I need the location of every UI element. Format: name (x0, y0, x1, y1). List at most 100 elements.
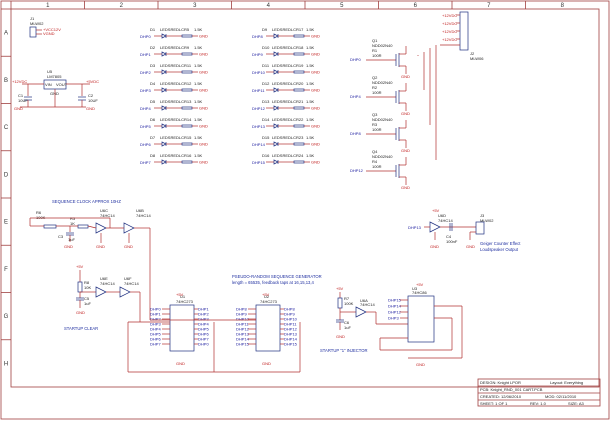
j1-pin1: +VCC12V (43, 27, 61, 32)
clear-r-value: 10K (84, 285, 91, 290)
u1-input-net: DHP2 (150, 317, 161, 322)
led-ref: D9 (262, 27, 268, 32)
clock-c-ref: C3 (58, 234, 64, 239)
clear-u1-ref: U6E (100, 276, 108, 281)
led-part: LEDSREDLC (160, 153, 184, 158)
u5-pin-out: VOUT (56, 82, 68, 87)
c1-value: 10UF (18, 98, 28, 103)
led-gnd: GND (311, 52, 320, 57)
prng-title: PSEUDO-RANDOM SEQUENCE GENERATOR (232, 274, 322, 279)
u2-input-net: DHP14 (236, 337, 250, 342)
led-gnd: GND (199, 106, 208, 111)
clock-gnd-c: GND (124, 244, 133, 249)
u3-input-net: DHP14 (388, 304, 402, 309)
u5-ref: U5 (47, 69, 53, 74)
led-net: DHP0 (140, 34, 151, 39)
speaker-net: DHP13 (408, 225, 422, 230)
led-ref: D13 (262, 99, 270, 104)
led-resistor-ref: R21 (296, 99, 304, 104)
u2-input-net: DHP15 (236, 342, 250, 347)
connector-j1: J1 MLW02 +VCC12V VGND (29, 16, 61, 38)
u1-output-net: DHP6 (198, 332, 209, 337)
led-net: DHP8 (252, 34, 263, 39)
sheet-border (0, 0, 610, 420)
led-resistor-ref: R20 (296, 81, 304, 86)
startup-clear: +5V R8 10K C5 1uF U6E 74HC14 U6F 74HC14 … (64, 264, 141, 331)
u2-input-net: DHP12 (236, 327, 250, 332)
mosfet-net: DHP0 (350, 57, 361, 62)
led-resistor-value: 1.5K (306, 27, 315, 32)
column-label-2: 2 (120, 3, 124, 9)
speaker-c-value: 100nF (446, 239, 458, 244)
u1-input-net: DHP3 (150, 322, 161, 327)
mosfet-resistor-value: 100R (372, 53, 382, 58)
led-ref: D2 (150, 45, 156, 50)
led-part: LEDSREDLC (272, 99, 296, 104)
led-gnd: GND (199, 70, 208, 75)
led-diode-icon (273, 87, 279, 93)
u5-in-label: +12VDC (12, 79, 27, 84)
u2-output-net: DHP9 (284, 312, 295, 317)
u5-gnd-label-right: GND (86, 106, 95, 111)
led-gnd: GND (311, 124, 320, 129)
led-part: LEDSREDLC (272, 27, 296, 32)
led-resistor-ref: R13 (184, 99, 192, 104)
mosfet-ref: Q3 (372, 112, 378, 117)
tb-sheet: SHEET: 1 OF 1 (480, 401, 508, 406)
mosfet-resistor-ref: R1 (372, 48, 378, 53)
sequence-clock: SEQUENCE CLOCK APPROX 10HZ R6 100K R3 1K… (29, 199, 151, 320)
injector-u3-ref: U3 (412, 286, 418, 291)
u5-pin-gnd: GND (50, 91, 59, 96)
mosfet-ref: Q1 (372, 38, 378, 43)
mosfet-net: DHP4 (350, 94, 361, 99)
u1-output-net: DHP2 (198, 312, 209, 317)
injector-title: STARTUP "1" INJECTOR (320, 348, 368, 353)
prng-vcc-a: +5V (176, 292, 184, 297)
led-resistor (293, 106, 305, 110)
u2-output-net: DHP11 (284, 322, 297, 327)
mosfet-resistor-ref: R4 (372, 159, 378, 164)
u5-pin-in: VIN (45, 82, 52, 87)
led-gnd: GND (311, 70, 320, 75)
mosfet-drivers: Q1NDD02N40R1100RDHP0GNDQ2NDD02N40R2100RD… (350, 38, 410, 190)
j2-pin1: +12VDC (442, 13, 457, 18)
speaker-gnd-b: GND (466, 244, 475, 249)
led-resistor-ref: R16 (184, 153, 192, 158)
led-resistor-value: 1.5K (194, 135, 203, 140)
tb-created: CREATED: 12/06/2010 (480, 394, 522, 399)
mosfet-resistor-ref: R2 (372, 85, 378, 90)
mosfet-ref: Q4 (372, 149, 378, 154)
led-net: DHP1 (140, 52, 151, 57)
led-resistor-ref: R5 (184, 27, 190, 32)
column-label-4: 4 (267, 3, 271, 9)
led-part: LEDSREDLC (160, 99, 184, 104)
prng-vcc-b: +5V (262, 292, 270, 297)
clock-u1-part: 74HC14 (100, 213, 115, 218)
c2-value: 10UF (88, 98, 98, 103)
injector-u3-part: 74HC86 (412, 290, 427, 295)
led-diode-icon (273, 159, 279, 165)
led-part: LEDSREDLC (160, 63, 184, 68)
u2-output-net: DHP13 (284, 332, 298, 337)
led-resistor-value: 1.5K (194, 117, 203, 122)
led-resistor (293, 142, 305, 146)
row-label-D: D (4, 172, 9, 178)
u2-output-net: DHP15 (284, 342, 298, 347)
led-diode-icon (161, 105, 167, 111)
injector-vcc-b: +5V (416, 282, 424, 287)
prng-u2-body (255, 304, 281, 352)
speaker-desc2: Loudspeaker Output (480, 247, 519, 252)
mosfet-part: NDD02N40 (372, 43, 393, 48)
clear-gnd: GND (76, 310, 85, 315)
led-resistor (181, 142, 193, 146)
led-ref: D7 (150, 135, 156, 140)
led-resistor (181, 106, 193, 110)
tb-pcb: PCB: Knight_RND_001 CART.PCB (480, 387, 543, 392)
clock-u1-ref: U6C (100, 208, 108, 213)
